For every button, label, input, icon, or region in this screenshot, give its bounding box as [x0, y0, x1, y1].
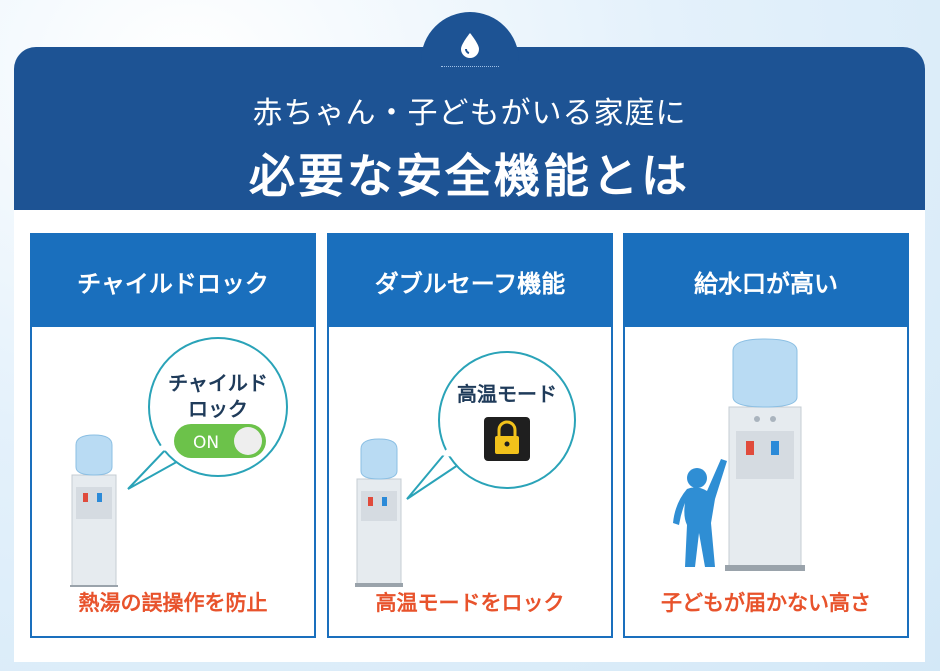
badge-dotted-line [441, 66, 499, 67]
header-banner: 赤ちゃん・子どもがいる家庭に 必要な安全機能とは [14, 47, 925, 210]
feature-card-double-safe: ダブルセーフ機能 高温モード 高温モードをロック [327, 233, 613, 638]
water-drop-icon [461, 33, 479, 58]
card-title: チャイルドロック [32, 235, 314, 327]
card-title: 給水口が高い [625, 235, 907, 327]
bubble-text: 高温モード [457, 382, 557, 406]
card-caption: 熱湯の誤操作を防止 [78, 591, 268, 615]
card-caption: 子どもが届かない高さ [661, 591, 871, 615]
title-line-1: 赤ちゃん・子どもがいる家庭に [252, 96, 687, 131]
drop-badge [421, 12, 519, 74]
card-title: ダブルセーフ機能 [329, 235, 611, 327]
padlock-icon [484, 417, 530, 461]
toggle-label: ON [193, 433, 219, 453]
water-server-illustration [70, 434, 118, 587]
water-server-illustration [725, 338, 805, 571]
feature-card-high-inlet: 給水口が高い 子どもが届かない高さ [623, 233, 909, 638]
child-silhouette [673, 459, 727, 567]
card-caption: 高温モードをロック [375, 591, 565, 615]
high-inlet-illustration [673, 338, 805, 571]
bubble-text-line1: チャイルド [168, 371, 268, 395]
toggle-switch: ON [174, 424, 266, 458]
water-server-illustration [355, 438, 403, 587]
feature-card-child-lock: チャイルドロック チャイルド ロック ON 熱湯の誤操作を防止 [30, 233, 316, 638]
double-safe-illustration: 高温モード [355, 351, 576, 587]
child-lock-illustration: チャイルド ロック ON [70, 337, 288, 587]
title-line-2: 必要な安全機能とは [249, 149, 690, 203]
bubble-text-line2: ロック [188, 397, 248, 421]
